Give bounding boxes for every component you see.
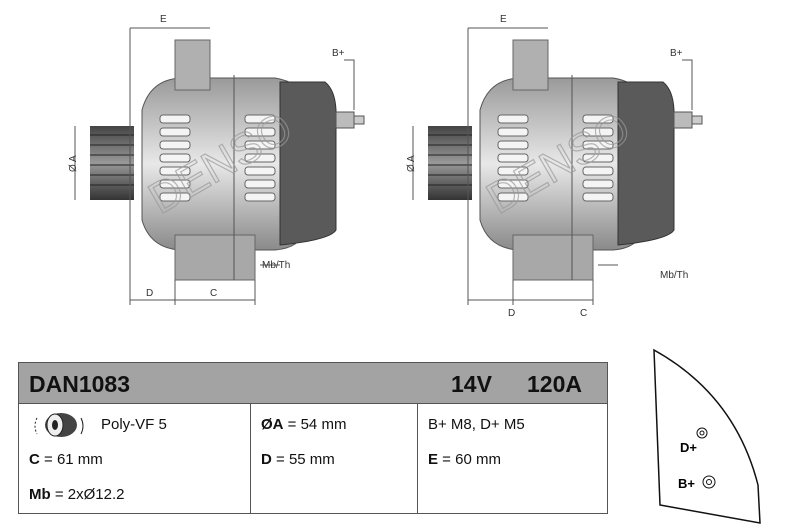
spec-col-3: B+ M8, D+ M5 E = 60 mm — [418, 404, 607, 514]
spec-col-1: Poly-VF 5 C = 61 mm Mb = 2xØ12.2 — [19, 404, 251, 514]
spec-mb: Mb = 2xØ12.2 — [29, 486, 125, 503]
spec-table: DAN1083 14V 120A Poly-VF 5 C = 61 mm Mb … — [18, 362, 608, 514]
dim-a-left: Ø A — [68, 155, 79, 172]
dim-d-right: D — [508, 308, 515, 319]
spec-a: ØA = 54 mm — [261, 416, 347, 433]
dim-c-left: C — [210, 288, 217, 299]
dim-e-right: E — [500, 14, 507, 25]
dim-bplus-right: B+ — [670, 48, 683, 59]
dim-a-right: Ø A — [406, 155, 417, 172]
spec-col-2: ØA = 54 mm D = 55 mm — [251, 404, 418, 514]
pulley-icon — [34, 413, 84, 437]
spec-terminals: B+ M8, D+ M5 — [428, 416, 525, 433]
b-plus-terminal-icon — [702, 475, 716, 489]
d-plus-label: D+ — [680, 440, 697, 455]
dim-mount-right: Mb/Th — [660, 270, 688, 281]
spec-header: DAN1083 14V 120A — [19, 363, 607, 404]
d-plus-terminal-icon — [696, 427, 708, 439]
b-plus-label: B+ — [678, 476, 695, 491]
voltage: 14V — [451, 371, 492, 397]
dim-c-right: C — [580, 308, 587, 319]
alternator-drawings: E E B+ B+ D C D C Mb/Th Mb/Th Ø A Ø A DE… — [68, 14, 703, 319]
dim-d-left: D — [146, 288, 153, 299]
current: 120A — [527, 371, 582, 397]
connector-diagram: D+ B+ — [653, 348, 761, 524]
spec-e: E = 60 mm — [428, 451, 501, 468]
dim-bplus-left: B+ — [332, 48, 345, 59]
dim-e-left: E — [160, 14, 167, 25]
dim-mount-left: Mb/Th — [262, 260, 290, 271]
model-number: DAN1083 — [29, 371, 130, 397]
spec-c: C = 61 mm — [29, 451, 103, 468]
spec-d: D = 55 mm — [261, 451, 335, 468]
pulley-type: Poly-VF 5 — [101, 416, 167, 433]
